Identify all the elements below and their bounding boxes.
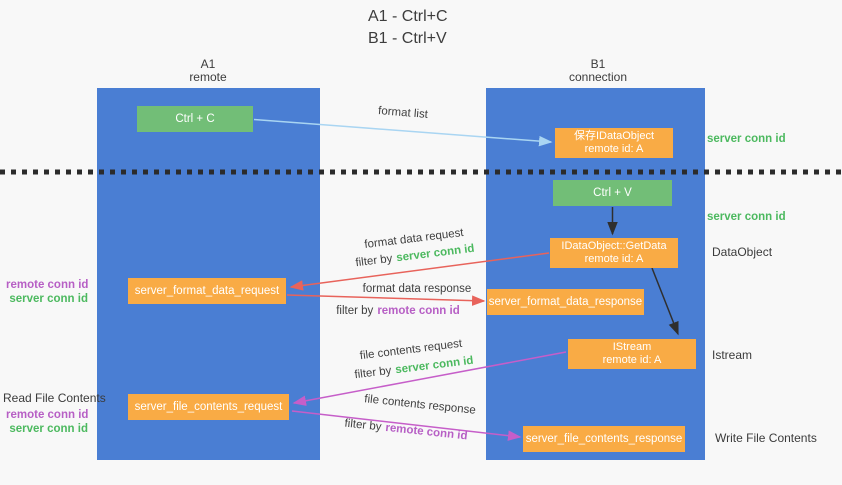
lane-a1-role: remote (189, 70, 227, 84)
label-remote-conn-id-file: remote conn id (6, 409, 89, 421)
format-response-label: server_format_data_response (488, 295, 643, 308)
title-line-1: A1 - Ctrl+C (368, 8, 448, 25)
remote-conn-id-key: remote conn id (377, 305, 460, 317)
filter-by-text: filter by (343, 417, 383, 434)
node-server-format-data-response: server_format_data_response (487, 289, 644, 315)
ctrl-c-label: Ctrl + C (175, 112, 215, 125)
lane-a1-name: A1 (200, 57, 216, 71)
node-server-file-contents-response: server_file_contents_response (523, 426, 685, 452)
node-ctrl-v: Ctrl + V (553, 180, 672, 206)
format-request-label: server_format_data_request (134, 284, 280, 297)
format-conn-id-group: remote conn id server conn id (6, 279, 88, 306)
label-dataobject: DataObject (712, 245, 773, 259)
label-write-file-contents: Write File Contents (715, 431, 817, 445)
server-conn-id-key: server conn id (395, 242, 476, 265)
node-idataobject-getdata: IDataObject::GetData remote id: A (550, 238, 678, 268)
lane-header-b1: B1 connection (538, 58, 658, 84)
label-server-conn-id-file: server conn id (9, 422, 88, 435)
getdata-line2: remote id: A (584, 253, 644, 265)
remote-conn-id-key: remote conn id (384, 421, 469, 443)
label-file-contents-response: file contents response (363, 393, 477, 417)
label-server-conn-id-mid: server conn id (707, 211, 786, 223)
node-save-idataobject: 保存IDataObject remote id: A (555, 128, 673, 158)
diagram-title: A1 - Ctrl+C B1 - Ctrl+V (368, 6, 448, 50)
server-conn-id-key: server conn id (394, 354, 475, 377)
filter-by-text: filter by (354, 252, 394, 270)
filter-by-text: filter by (353, 364, 393, 382)
ctrl-v-label: Ctrl + V (593, 186, 632, 199)
getdata-line1: IDataObject::GetData (561, 240, 667, 252)
label-format-list: format list (377, 105, 429, 121)
lane-b1-role: connection (568, 70, 628, 84)
file-request-label: server_file_contents_request (134, 400, 283, 413)
node-server-format-data-request: server_format_data_request (128, 278, 286, 304)
label-remote-conn-id-format: remote conn id (6, 279, 89, 291)
label-server-conn-id-format: server conn id (9, 292, 88, 305)
node-server-file-contents-request: server_file_contents_request (128, 394, 289, 420)
save-idataobject-line1: 保存IDataObject (573, 130, 655, 142)
label-format-data-response: format data response (362, 283, 472, 295)
istream-line2: remote id: A (602, 354, 662, 366)
title-line-2: B1 - Ctrl+V (368, 30, 447, 47)
lane-header-a1: A1 remote (148, 58, 268, 84)
file-conn-id-group: remote conn id server conn id (6, 409, 88, 436)
label-server-conn-id-top: server conn id (707, 133, 786, 145)
label-istream: Istream (712, 348, 753, 362)
file-response-label: server_file_contents_response (525, 432, 683, 445)
label-read-file-contents: Read File Contents (3, 391, 106, 405)
node-istream: IStream remote id: A (568, 339, 696, 369)
istream-line1: IStream (612, 341, 652, 353)
lane-b1-name: B1 (590, 57, 606, 71)
save-idataobject-line2: remote id: A (584, 143, 644, 155)
node-ctrl-c: Ctrl + C (137, 106, 253, 132)
filter-by-text: filter by (336, 305, 374, 317)
